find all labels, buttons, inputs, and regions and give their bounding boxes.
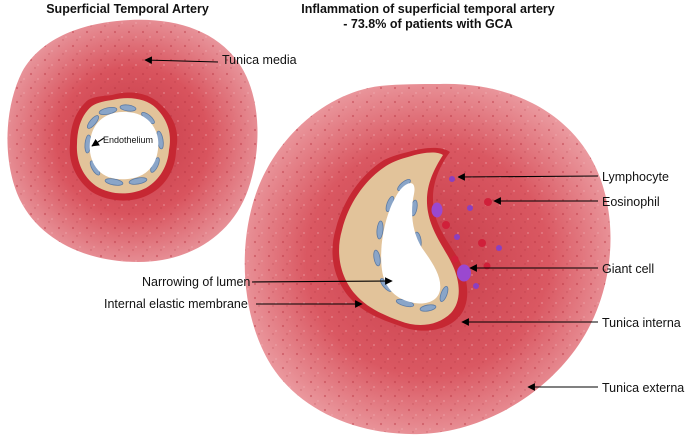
title-normal-artery: Superficial Temporal Artery	[46, 2, 209, 16]
eosinophil-cell	[451, 255, 459, 263]
label-tunica-interna: Tunica interna	[602, 316, 681, 330]
label-narrowing-of-lumen: Narrowing of lumen	[142, 275, 251, 289]
label-tunica-media: Tunica media	[222, 53, 297, 67]
arrow-lymphocyte	[457, 173, 599, 181]
title-inflamed-line1: Inflammation of superficial temporal art…	[301, 2, 555, 16]
eosinophil-cell	[478, 239, 486, 247]
label-internal-elastic-membrane: Internal elastic membrane	[104, 297, 248, 311]
lymphocyte-cell	[467, 205, 473, 211]
lymphocyte-cell	[473, 283, 479, 289]
giant-cell	[457, 264, 471, 282]
lymphocyte-cell	[449, 176, 455, 182]
right-lumen	[381, 183, 441, 304]
lymphocyte-cell	[454, 234, 460, 240]
label-tunica-externa: Tunica externa	[602, 381, 685, 395]
left-endothelial-cells	[84, 104, 164, 186]
label-eosinophil: Eosinophil	[602, 195, 660, 209]
label-arrows	[91, 56, 599, 391]
inflammatory-cells	[431, 176, 502, 289]
label-endothelium: Endothelium	[103, 135, 154, 145]
title-inflamed-artery: Inflammation of superficial temporal art…	[268, 2, 588, 32]
eosinophil-cell	[484, 198, 492, 206]
arrow-endothelium	[91, 137, 105, 147]
eosinophil-cell	[442, 221, 450, 229]
normal-artery	[7, 19, 258, 262]
giant-cell	[431, 202, 443, 218]
inflamed-artery	[244, 83, 611, 435]
label-giant-cell: Giant cell	[602, 262, 655, 276]
arrow-tunica-media	[144, 56, 219, 65]
title-inflamed-line2: - 73.8% of patients with GCA	[343, 17, 513, 31]
label-lymphocyte: Lymphocyte	[602, 170, 669, 184]
lymphocyte-cell	[496, 245, 502, 251]
left-lumen	[89, 111, 159, 180]
arrow-narrowing-of-lumen	[251, 277, 393, 285]
